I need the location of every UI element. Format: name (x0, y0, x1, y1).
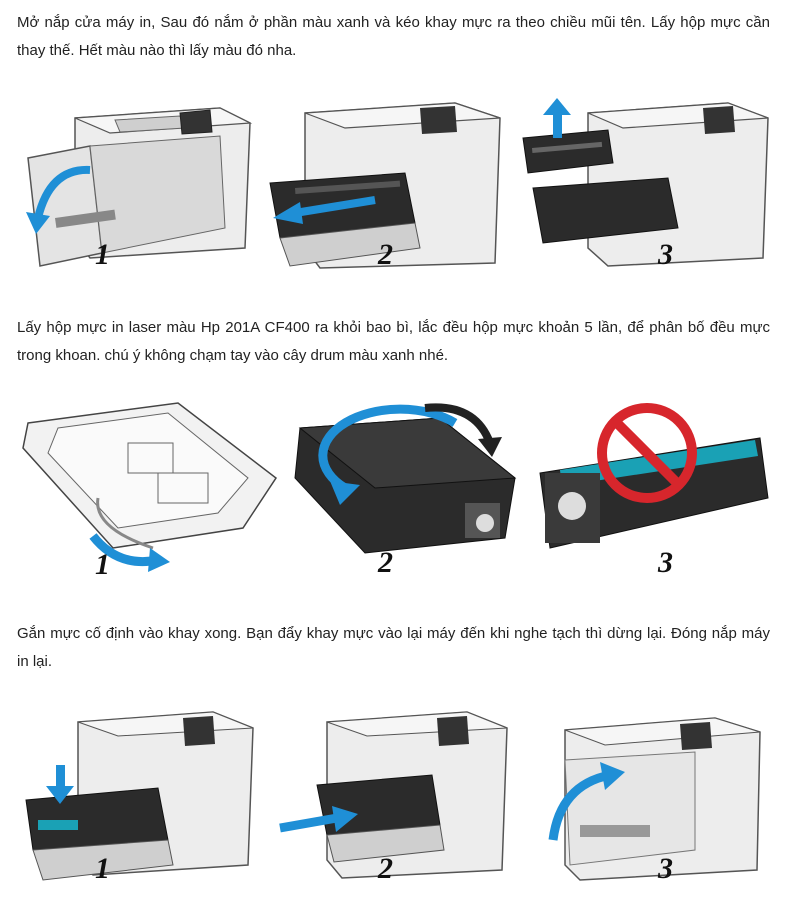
printer-close-door-illustration (535, 700, 775, 890)
step-number: 3 (658, 238, 673, 271)
cartridge-shake-illustration (290, 393, 522, 578)
printer-remove-cartridge-illustration (518, 88, 773, 273)
cartridge-insert-illustration (18, 700, 263, 890)
printer-open-door-illustration (20, 88, 260, 273)
printer-push-tray-illustration (272, 700, 517, 890)
instruction-text-1: Mở nắp cửa máy in, Sau đó nắm ở phần màu… (17, 14, 770, 59)
illustration-row-1: 1 2 (0, 88, 787, 276)
step-number: 1 (95, 852, 110, 885)
instruction-text-2: Lấy hộp mực in laser màu Hp 201A CF400 r… (17, 319, 770, 364)
instruction-text-3: Gắn mực cố định vào khay xong. Bạn đẩy k… (17, 625, 770, 670)
cartridge-unpack-illustration (18, 388, 280, 580)
step-number: 3 (658, 852, 673, 885)
illustration-row-2: 1 2 3 (0, 388, 787, 583)
illustration-row-3: 1 2 3 (0, 700, 787, 895)
step-number: 2 (378, 546, 393, 579)
step-number: 2 (378, 238, 393, 271)
printer-pull-tray-illustration (265, 88, 515, 273)
step-number: 3 (658, 546, 673, 579)
drum-warning-illustration (530, 388, 775, 578)
step-number: 2 (378, 852, 393, 885)
step-number: 1 (95, 238, 110, 271)
step-number: 1 (95, 548, 110, 581)
